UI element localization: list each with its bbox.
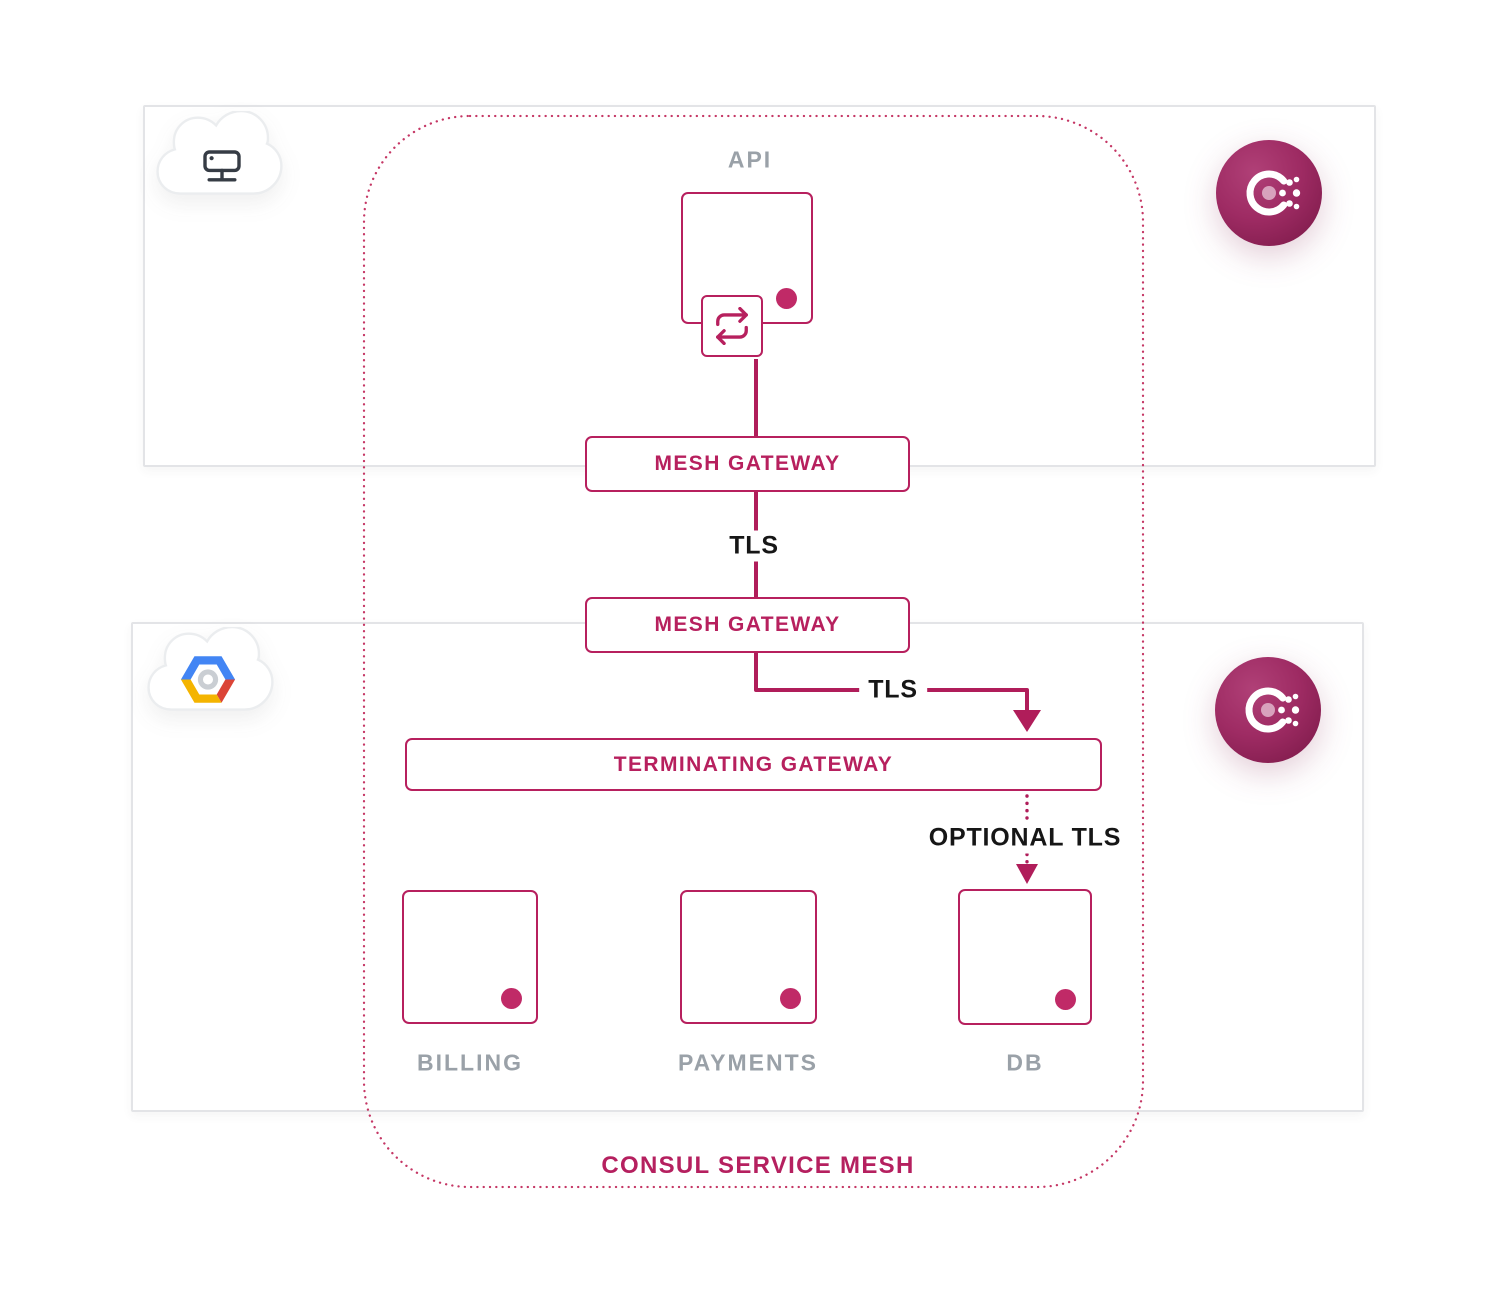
- sidecar-proxy-dot: [776, 288, 797, 309]
- sidecar-proxy-dot: [1055, 989, 1076, 1010]
- cloud-server-icon: [203, 150, 241, 182]
- mesh-gateway-top-label: MESH GATEWAY: [654, 452, 841, 475]
- tls-label-to-terminating: TLS: [859, 674, 927, 706]
- service-mesh-title: CONSUL SERVICE MESH: [601, 1152, 915, 1179]
- billing-node: [402, 890, 538, 1024]
- google-cloud-icon: [180, 656, 236, 703]
- api-sync-badge: [701, 295, 763, 357]
- mesh-gateway-top: MESH GATEWAY: [585, 436, 910, 492]
- bottom-datacenter-panel: [131, 622, 1364, 1112]
- payments-node: [680, 890, 817, 1024]
- terminating-gateway: TERMINATING GATEWAY: [405, 738, 1102, 791]
- api-node-label: API: [727, 146, 773, 173]
- sidecar-proxy-dot: [780, 988, 801, 1009]
- google-cloud-platform-icon: [145, 625, 275, 728]
- mesh-gateway-bottom-label: MESH GATEWAY: [654, 613, 841, 636]
- db-node: [958, 889, 1092, 1025]
- consul-logo-icon: [1215, 657, 1321, 768]
- tls-label-between-gateways: TLS: [720, 530, 788, 562]
- consul-logo-icon: [1216, 140, 1322, 251]
- payments-node-label: PAYMENTS: [678, 1049, 818, 1076]
- billing-node-label: BILLING: [417, 1049, 523, 1076]
- optional-tls-label: OPTIONAL TLS: [919, 822, 1131, 854]
- sync-icon: [716, 307, 748, 345]
- mesh-gateway-bottom: MESH GATEWAY: [585, 597, 910, 653]
- db-node-label: DB: [1006, 1049, 1044, 1076]
- terminating-gateway-label: TERMINATING GATEWAY: [613, 752, 894, 776]
- private-cloud-icon: [154, 109, 284, 212]
- sidecar-proxy-dot: [501, 988, 522, 1009]
